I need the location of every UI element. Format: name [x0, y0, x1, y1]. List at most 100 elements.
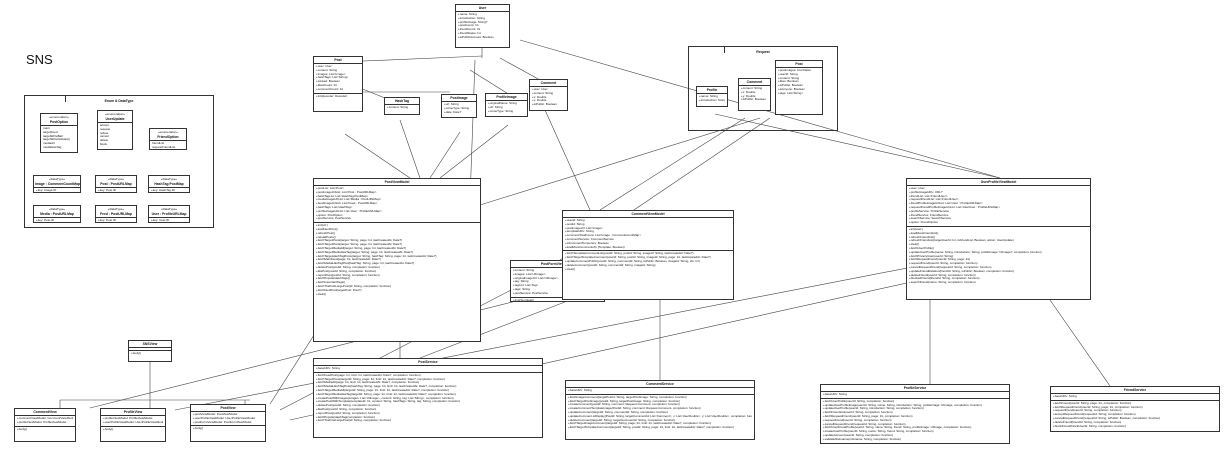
class-header: UserProfileViewModel — [907, 179, 1090, 186]
class-methods: +fetchUserProfile(userId: String, comple… — [821, 399, 1009, 443]
class-attribute: +commentService: CommentService — [565, 237, 614, 241]
class-attribute: +key: Post.ID — [98, 189, 116, 192]
class-request-comment[interactable]: Comment+content: String+x: Double+y: Dou… — [738, 78, 771, 111]
class-attributes: +user: User+profileImageURL: URL?+friend… — [907, 186, 1090, 227]
class-attribute: +isPublic: Boolean — [532, 103, 557, 107]
class-attributes: +key: User.ID+value: URL? — [149, 218, 189, 222]
class-postimage[interactable]: PostImage+url: String+mimeType: String+d… — [441, 94, 477, 118]
class-header: CommentViewModel — [563, 211, 733, 218]
class-postservice[interactable]: PostService+baseURL: String+fetchFeedPos… — [313, 358, 543, 438]
class-name: User — [478, 6, 487, 10]
class-comment[interactable]: Comment+user: User+content: String+x: Do… — [529, 79, 568, 111]
class-header: PostFormViewModel — [511, 261, 604, 268]
class-header: «enumeration»FriendOption — [150, 129, 186, 141]
class-header: «DataType»Feed : PostURLMap — [96, 206, 136, 218]
package-tab — [24, 95, 66, 102]
class-attribute: request — [100, 127, 111, 131]
class-method: +body() — [17, 427, 28, 431]
class-method: +acceptRequestFriend(requestId: String, … — [1053, 413, 1136, 417]
class-header: Comment — [530, 80, 567, 87]
class-attribute: targetWriteBall — [43, 134, 63, 138]
class-method: +fetchTheFirstLargePost(id: String, comp… — [316, 284, 392, 288]
class-post[interactable]: Post+user: User+content: String+images: … — [313, 56, 363, 112]
datatype-feed-posturlmap[interactable]: «DataType»Feed : PostURLMap+key: Post.ID… — [95, 205, 137, 223]
class-attributes: +key: Post.ID+value: List<URL> — [96, 188, 136, 192]
class-postview[interactable]: PostView+postViewModel: PostViewModel+us… — [190, 404, 266, 442]
class-method: +fetchTargetMediaAll(targetId: String, p… — [316, 388, 449, 392]
class-attribute: +mimeType: String — [488, 109, 514, 113]
class-attribute: +likedCount: Int — [316, 83, 337, 87]
class-attribute: +commentCount: Int — [316, 87, 344, 91]
class-method: +fetchUserFriendProfile(userId: String, … — [823, 426, 972, 430]
class-header: HashTag — [385, 98, 419, 105]
package-request: Request — [688, 46, 838, 131]
class-commentviewmodel[interactable]: CommentViewModel+userId: String+postId: … — [562, 210, 734, 300]
class-method: +createCommentTemplateImage(PostId: Stri… — [568, 407, 701, 411]
line-cvm-reqcomment — [599, 117, 746, 211]
datatype-user-profileurlmap[interactable]: «DataType»User : ProfileURLMap+key: User… — [148, 205, 190, 223]
class-method: +clear() — [316, 292, 327, 296]
class-attribute: +friendProfileImageUrlList: List<User : … — [909, 202, 983, 206]
class-method: +blockFriend(blockUserId: String, comple… — [1053, 424, 1126, 428]
line-pvm-profileimage — [439, 124, 509, 179]
class-method: +reportPost(postId: String, completion: … — [316, 273, 380, 277]
class-method: +init(url:) — [316, 224, 328, 228]
class-profileservice[interactable]: ProfileService+baseURL: String+fetchUser… — [820, 384, 1010, 444]
class-name: PostService — [418, 360, 438, 364]
class-attribute: +tags: List<String> — [778, 91, 804, 95]
datatype-hashtag-postmap[interactable]: «DataType»HashTag:PostMap+key: HashTag.I… — [148, 175, 190, 193]
line-pvm-post — [344, 133, 411, 179]
class-hashtag[interactable]: HashTag+content: String — [384, 97, 420, 115]
class-method: +refreshPost() — [316, 231, 336, 235]
class-attribute: +isPublic: Boolean — [778, 84, 803, 88]
class-header: «DataType»Image : CommentCountMap — [34, 176, 80, 188]
class-attributes: +postViewModel: PostViewModel+userProfil… — [191, 412, 265, 427]
class-attribute: +templateURL: String — [565, 230, 594, 234]
class-snsview[interactable]: SNSView+body() — [128, 340, 172, 362]
class-method: +updateFriendRelation(friendId: String, … — [909, 269, 1014, 273]
class-method: +fetchMediaHasTagPost(hashTag: String, p… — [316, 262, 415, 266]
class-name: FriendOption — [157, 135, 179, 139]
class-method: +fetchUserProfile() — [909, 246, 935, 250]
class-commentview[interactable]: CommentView+commentViewModel: CommentVie… — [14, 408, 76, 442]
class-method: +fetchUserProfile(userId: String, comple… — [823, 399, 895, 403]
class-attributes: +postList: List<Post>+postImageUrlList: … — [314, 186, 480, 224]
class-friendservice[interactable]: FriendService+baseURL: String+fetchFrien… — [1050, 386, 1220, 432]
class-request-profile[interactable]: Profile+name: String+introduction: Strin… — [696, 86, 728, 107]
class-methods: +fetchTemplateCommentList(postId: String… — [563, 251, 733, 272]
class-method: +deleteFriend(friendId: String, completi… — [1053, 420, 1122, 424]
class-user[interactable]: User+name: String+introduction: String+p… — [455, 4, 510, 48]
class-request-post[interactable]: Post+postImages: List<Data>+userId: Stri… — [775, 60, 823, 115]
class-method: +fetchTemplateCommentList(postId: String… — [565, 252, 694, 256]
class-attribute: +originalImageUrl: List<UIImage> — [513, 276, 558, 280]
class-name: FriendService — [1123, 388, 1147, 392]
class-attributes: +baseURL: String — [566, 388, 754, 395]
datatype-media-posturlmap[interactable]: «DataType»Media : PostURLMap+key: Post.I… — [33, 205, 81, 223]
class-method: +body() — [131, 352, 142, 355]
class-attribute: refuse — [100, 131, 109, 135]
class-attributes: +user: User+content: String+x: Double+y:… — [530, 87, 567, 108]
class-profileview[interactable]: ProfileView+profileViewModel: ProfileVie… — [100, 408, 166, 442]
line-user-comment — [499, 57, 541, 81]
class-userprofileviewmodel[interactable]: UserProfileViewModel+user: User+profileI… — [906, 178, 1091, 300]
class-profileimage[interactable]: ProfileImage+originalName: String+url: S… — [485, 93, 528, 117]
class-commentservice[interactable]: CommentService+baseURL: String+fetchImag… — [565, 380, 755, 440]
class-stereotype: «DataType» — [48, 177, 66, 181]
class-method: +fetchTargetMediaHasTag(target: String, … — [316, 250, 413, 254]
class-header: PostService — [314, 359, 542, 366]
datatype-image-commentcountmap[interactable]: «DataType»Image : CommentCountMap+key: I… — [33, 175, 81, 193]
class-method: +cancelRequestFriend(requestId: String, … — [909, 265, 992, 269]
datatype-post-posturlmap[interactable]: «DataType»Post : PostURLMap+key: Post.ID… — [95, 175, 137, 193]
class-attribute: +key: HashTag.ID — [151, 189, 175, 192]
class-name: UserUpdate — [105, 117, 125, 121]
class-attribute: +user: User — [316, 65, 332, 68]
class-attribute: +postService: PostService — [513, 291, 549, 295]
class-postviewmodel[interactable]: PostViewModel+postList: List<Post>+postI… — [313, 178, 481, 342]
class-method: +reportPost(postId: String, completion: … — [316, 411, 380, 415]
class-method: +updateComment.isDisplay(PostId: String,… — [568, 414, 752, 418]
class-header: «enumeration»PostOption — [41, 114, 77, 126]
class-method: +requestFriend(userId: String, completio… — [909, 262, 978, 266]
